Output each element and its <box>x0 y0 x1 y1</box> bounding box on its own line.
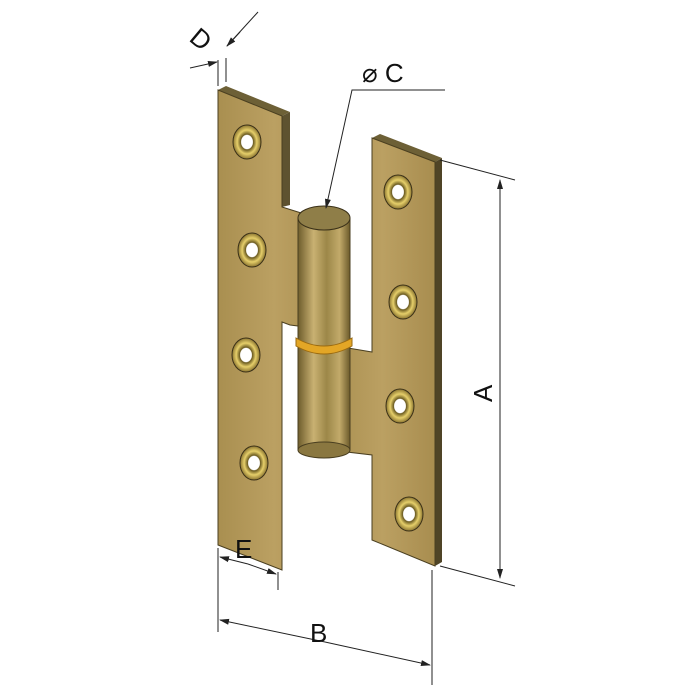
label-e: E <box>235 534 252 564</box>
screw-hole <box>232 124 262 160</box>
screw-hole <box>394 496 424 532</box>
screw-hole <box>388 284 418 320</box>
right-leaf <box>329 134 442 567</box>
label-a: A <box>468 384 498 402</box>
dimension-b: B <box>217 548 433 685</box>
screw-hole <box>385 388 415 424</box>
screw-hole <box>383 174 413 210</box>
dimension-d: D <box>184 11 259 86</box>
pin-ring <box>295 337 353 355</box>
label-d: D <box>184 22 218 57</box>
dimension-c: ⌀ C <box>325 58 445 209</box>
dimension-e: E <box>219 534 279 590</box>
label-c: ⌀ C <box>362 58 404 88</box>
label-b: B <box>310 618 327 648</box>
screw-hole <box>237 232 267 268</box>
dimension-a: A <box>439 159 516 587</box>
screw-hole <box>231 337 261 373</box>
screw-hole <box>239 445 269 481</box>
screw-holes <box>231 124 424 532</box>
hinge-pin <box>295 205 353 459</box>
